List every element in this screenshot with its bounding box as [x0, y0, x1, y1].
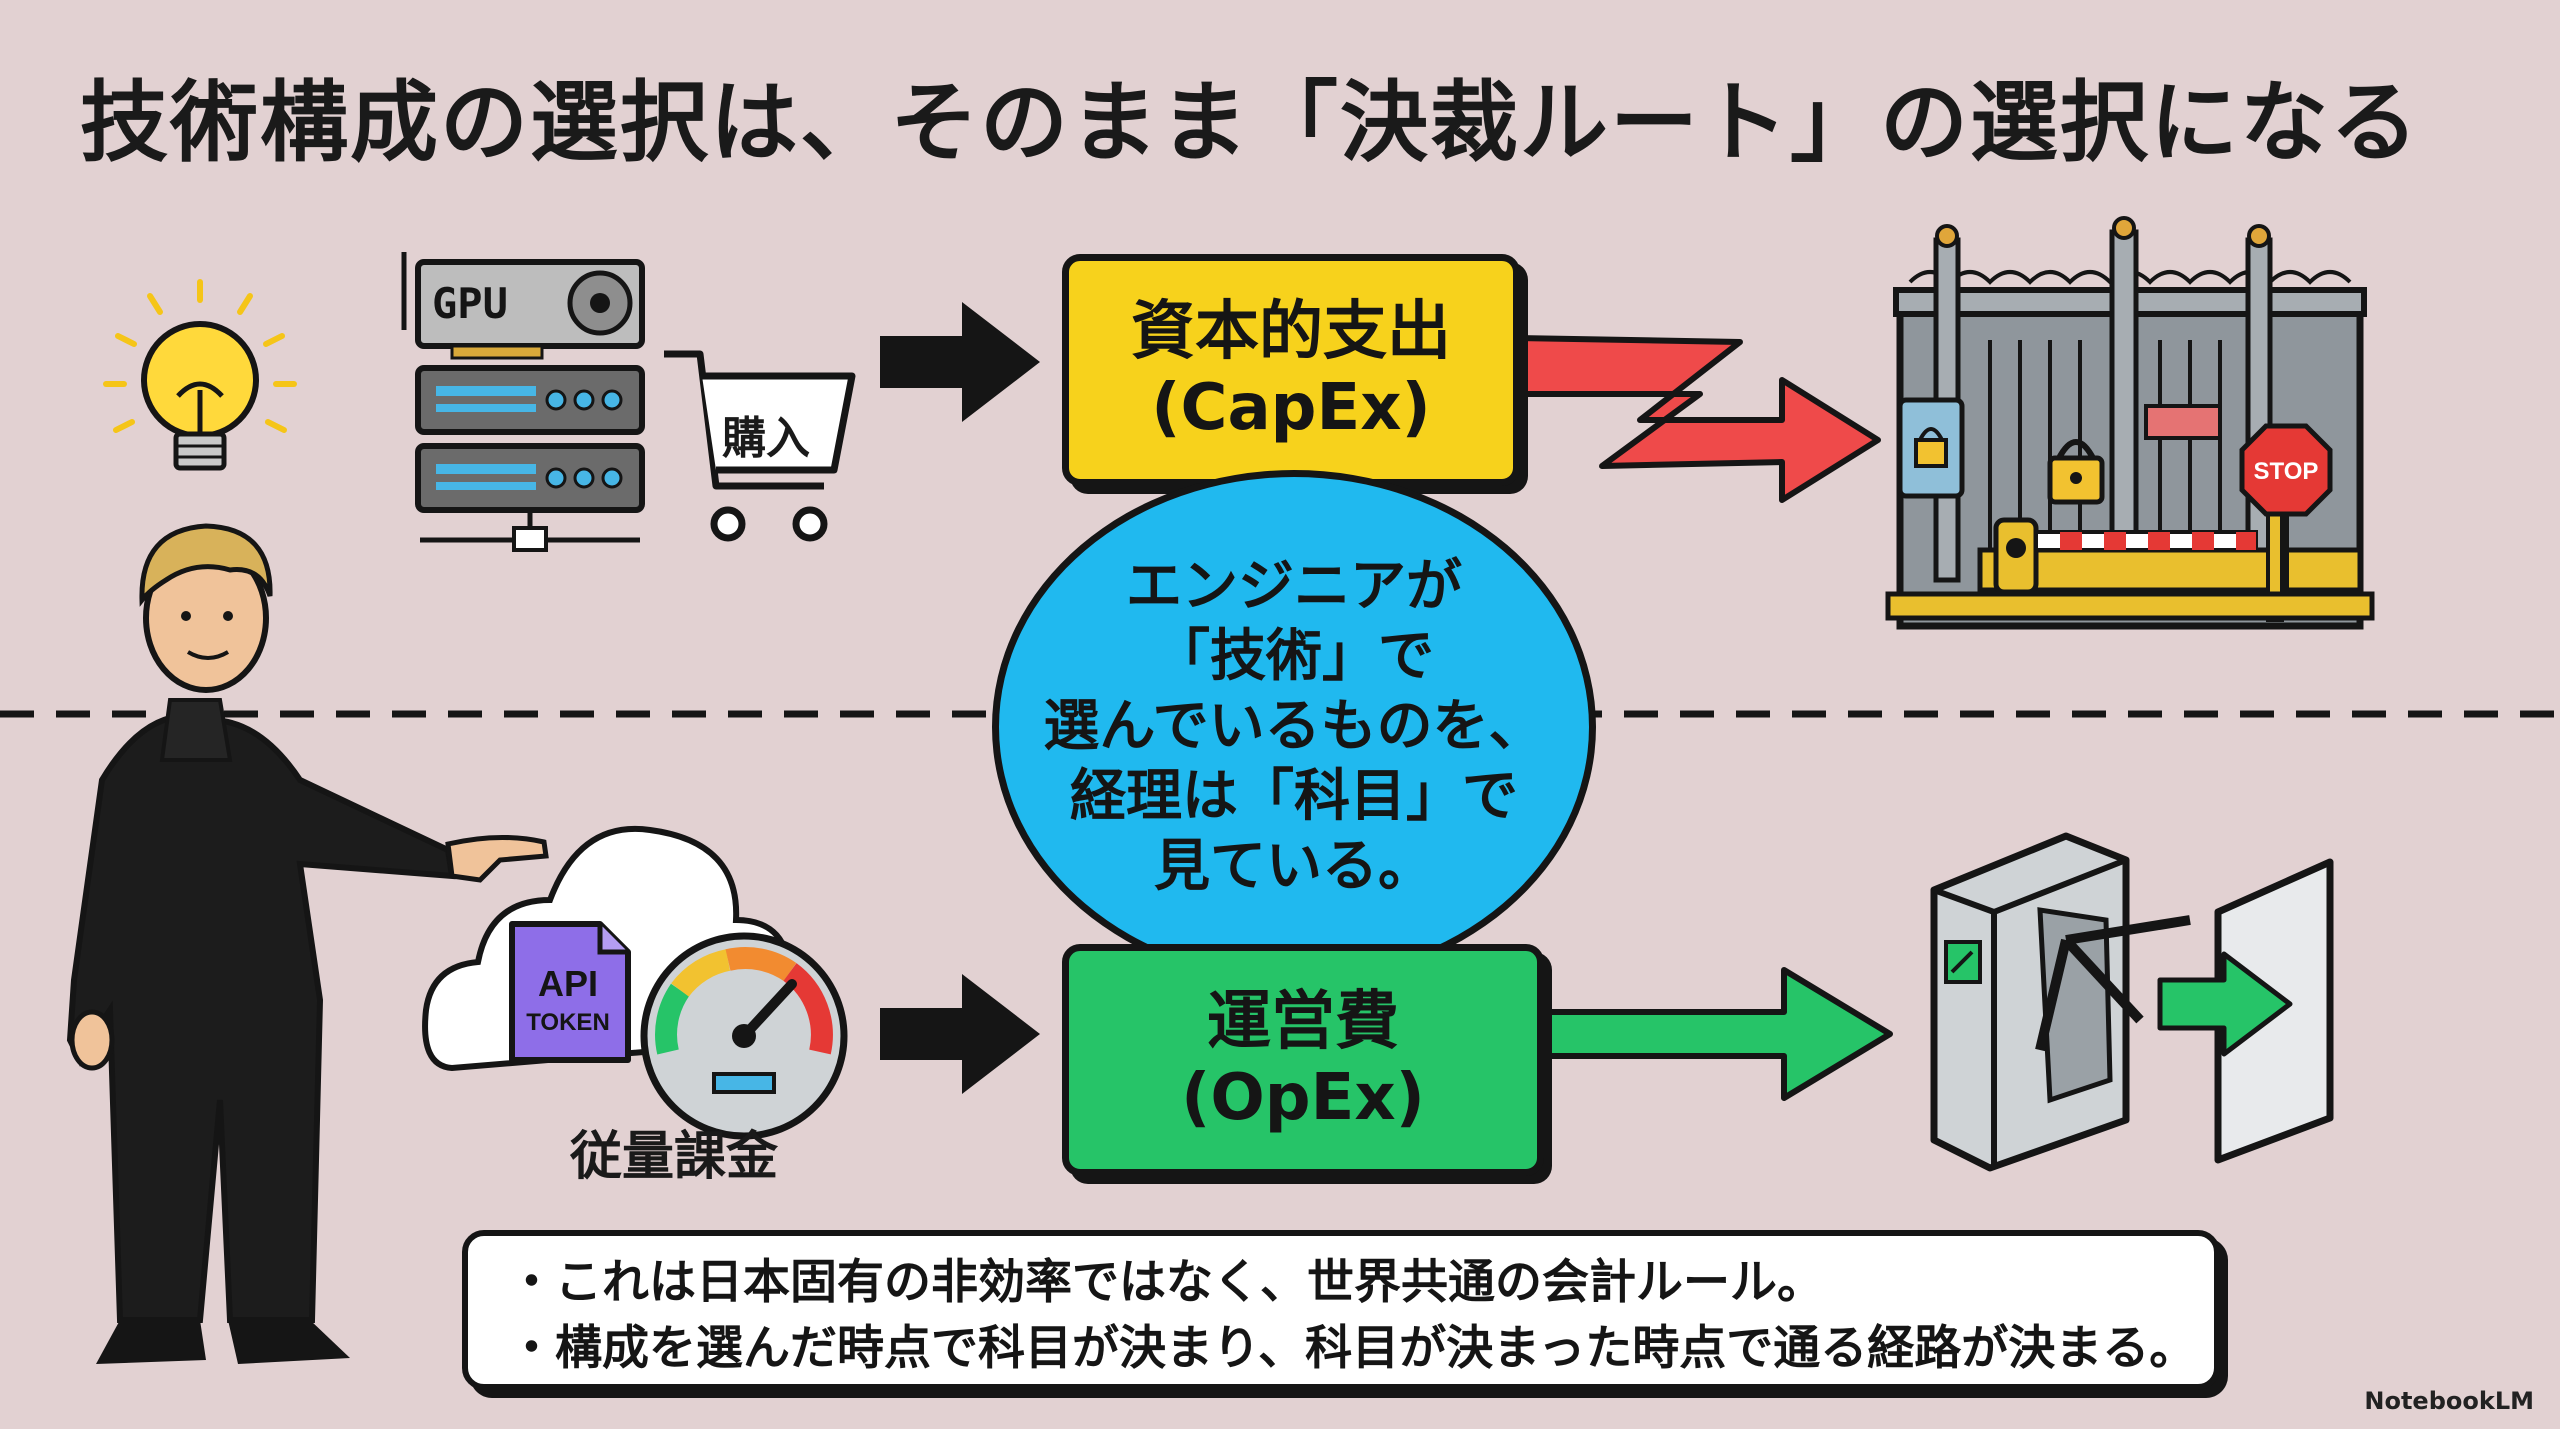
api-token-line-2: TOKEN	[526, 1009, 610, 1036]
purchase-label: 購入	[722, 413, 810, 464]
capex-box: 資本的支出 (CapEx)	[1062, 254, 1520, 486]
exit-arrow-icon	[2157, 951, 2293, 1057]
arrow-to-opex	[880, 974, 1040, 1094]
gpu-server-icon: GPU	[401, 252, 645, 552]
barrier-pole	[2034, 530, 2258, 552]
light-bulb-icon	[103, 279, 297, 471]
capex-line-1: 資本的支出	[1131, 295, 1451, 369]
center-line: 経理は「科目」で	[1069, 764, 1518, 829]
opex-line-2: (OpEx)	[1181, 1061, 1425, 1135]
center-line: エンジニアが	[1125, 554, 1462, 619]
note-line-1: ・これは日本固有の非効率ではなく、世界共通の会計ルール。	[508, 1255, 1824, 1310]
metered-billing-label: 従量課金	[570, 1127, 779, 1187]
locked-gate-icon	[1885, 216, 2375, 630]
opex-box: 運営費 (OpEx)	[1062, 944, 1544, 1176]
note-line-2: ・構成を選んだ時点で科目が決まり、科目が決まった時点で通る経路が決まる。	[508, 1321, 2197, 1376]
padlock-icon	[2047, 439, 2105, 505]
stop-sign-icon: STOP	[2239, 423, 2333, 590]
opex-arrow	[1529, 967, 1893, 1101]
presenter-person-icon	[66, 523, 549, 1364]
capex-zigzag-arrow	[1513, 335, 1881, 503]
center-line: 「技術」で	[1153, 624, 1434, 689]
center-line: 見ている。	[1153, 834, 1434, 899]
page-title: 技術構成の選択は、そのまま「決裁ルート」の選択になる	[80, 71, 2421, 174]
shopping-cart-icon	[664, 350, 856, 542]
center-line: 選んでいるものを、	[1043, 694, 1545, 759]
opex-line-1: 運営費	[1207, 985, 1399, 1059]
turnstile-icon	[1930, 832, 2191, 1172]
center-message-circle: エンジニアが 「技術」で 選んでいるものを、 経理は「科目」で 見ている。	[992, 470, 1596, 984]
brand-label: NotebookLM	[2364, 1387, 2534, 1415]
center-message: エンジニアが 「技術」で 選んでいるものを、 経理は「科目」で 見ている。	[1043, 552, 1544, 902]
stop-text: STOP	[2254, 458, 2319, 485]
gpu-label: GPU	[432, 279, 508, 328]
capex-line-2: (CapEx)	[1151, 371, 1431, 445]
speedometer-icon	[640, 932, 848, 1140]
notes-box: ・これは日本固有の非効率ではなく、世界共通の会計ルール。 ・構成を選んだ時点で科…	[462, 1230, 2220, 1390]
api-token-icon: API TOKEN	[509, 921, 631, 1063]
exit-door-icon	[2157, 858, 2334, 1164]
api-token-line-1: API	[538, 963, 598, 1004]
arrow-to-capex	[880, 302, 1040, 422]
